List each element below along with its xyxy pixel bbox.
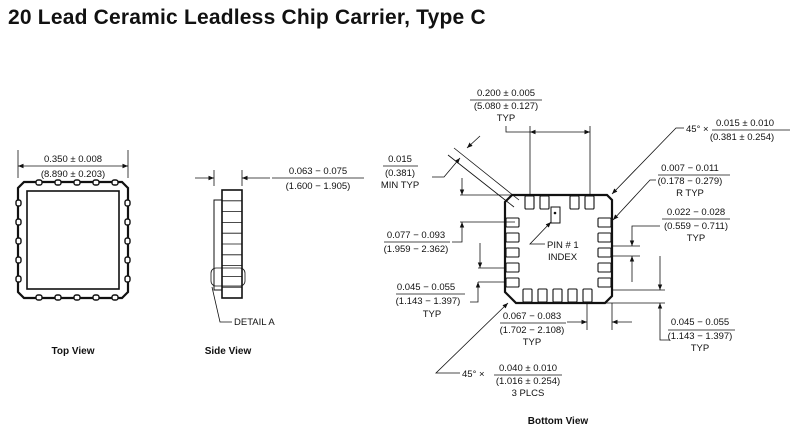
top-view-lid [26, 190, 120, 290]
pad [505, 247, 520, 258]
pads [505, 195, 612, 303]
pad-length-in: 0.067 − 0.083 [503, 311, 561, 322]
castellation [124, 256, 131, 264]
side-view: 0.063 − 0.075 (1.600 − 1.905) DETAIL A S… [195, 166, 364, 357]
detail-a-label: DETAIL A [234, 317, 275, 328]
castellation [111, 294, 119, 301]
pad-width-in: 0.022 − 0.028 [667, 207, 725, 218]
radius-mm: (0.178 − 0.279) [658, 176, 723, 187]
top-view-label: Top View [52, 346, 95, 357]
corner-mm: (1.959 − 2.362) [384, 244, 449, 255]
castellation [15, 237, 22, 245]
pad-length-mm: (1.702 − 2.108) [500, 325, 565, 336]
pad [505, 262, 520, 273]
pad-width-mm: (0.559 − 0.711) [664, 221, 728, 232]
chamfer-mm: (0.381 ± 0.254) [710, 132, 774, 143]
castellation [92, 294, 100, 301]
castellation [124, 218, 131, 226]
castellation [15, 275, 22, 283]
pad-width-note: TYP [687, 233, 705, 244]
pitch2-right-in: 0.045 − 0.055 [671, 317, 729, 328]
pitch-note: TYP [497, 113, 515, 124]
side-view-label: Side View [205, 346, 252, 357]
pad [597, 247, 612, 258]
corner-in: 0.077 − 0.093 [387, 230, 445, 241]
castellation [35, 179, 43, 186]
pitch-mm: (5.080 ± 0.127) [474, 101, 538, 112]
top-width-mm: (8.890 ± 0.203) [41, 169, 105, 180]
pad [522, 288, 533, 303]
castellation [73, 179, 81, 186]
pin1-index-mark [550, 206, 561, 224]
side-lid [213, 199, 223, 291]
pad [524, 195, 535, 210]
pad-length-note: TYP [523, 337, 541, 348]
pad [567, 288, 578, 303]
pitch-in: 0.200 ± 0.005 [477, 88, 535, 99]
pitch2-right-note: TYP [691, 343, 709, 354]
pin1-line1: PIN # 1 [547, 240, 579, 251]
pad [505, 232, 520, 243]
pad [505, 217, 520, 228]
detail-a-circle [210, 267, 246, 287]
castellation [54, 179, 62, 186]
castellation [111, 179, 119, 186]
min-in: 0.015 [388, 154, 412, 165]
castellation [124, 275, 131, 283]
pad [505, 277, 520, 288]
pad [582, 288, 593, 303]
big-chamfer-mm: (1.016 ± 0.254) [496, 376, 560, 387]
pad [597, 217, 612, 228]
chamfer-prefix: 45° × [686, 124, 709, 135]
pitch2-right-mm: (1.143 − 1.397) [668, 331, 733, 342]
min-note: MIN TYP [381, 180, 419, 191]
castellation [124, 237, 131, 245]
castellation [124, 199, 131, 207]
castellation [92, 179, 100, 186]
side-height-mm: (1.600 − 1.905) [286, 181, 351, 192]
pad [584, 195, 595, 210]
castellation [15, 256, 22, 264]
bottom-view: 0.200 ± 0.005 (5.080 ± 0.127) TYP 45° × … [381, 88, 790, 427]
radius-note: R TYP [676, 188, 704, 199]
big-chamfer-in: 0.040 ± 0.010 [499, 363, 557, 374]
pad [569, 195, 580, 210]
top-view-package [16, 180, 130, 300]
big-chamfer-note: 3 PLCS [512, 388, 545, 399]
castellation [35, 294, 43, 301]
castellation [73, 294, 81, 301]
radius-in: 0.007 − 0.011 [661, 163, 719, 174]
pitch2-left-in: 0.045 − 0.055 [397, 282, 455, 293]
castellation [54, 294, 62, 301]
pad [552, 288, 563, 303]
pad [597, 262, 612, 273]
pad [597, 232, 612, 243]
page-title: 20 Lead Ceramic Leadless Chip Carrier, T… [8, 6, 486, 29]
pad [537, 288, 548, 303]
big-chamfer-prefix: 45° × [462, 369, 485, 380]
pad [597, 277, 612, 288]
castellation [15, 218, 22, 226]
min-mm: (0.381) [385, 168, 415, 179]
side-height-in: 0.063 − 0.075 [289, 166, 347, 177]
top-view: 0.350 ± 0.008 (8.890 ± 0.203) Top View [15, 150, 131, 357]
pin1-line2: INDEX [548, 252, 578, 263]
castellations [15, 179, 131, 301]
pad [539, 195, 550, 210]
bottom-view-label: Bottom View [528, 416, 589, 427]
castellation [15, 199, 22, 207]
pitch2-left-note: TYP [423, 309, 441, 320]
chamfer-in: 0.015 ± 0.010 [716, 118, 774, 129]
top-width-in: 0.350 ± 0.008 [44, 154, 102, 165]
pitch2-left-mm: (1.143 − 1.397) [396, 296, 461, 307]
